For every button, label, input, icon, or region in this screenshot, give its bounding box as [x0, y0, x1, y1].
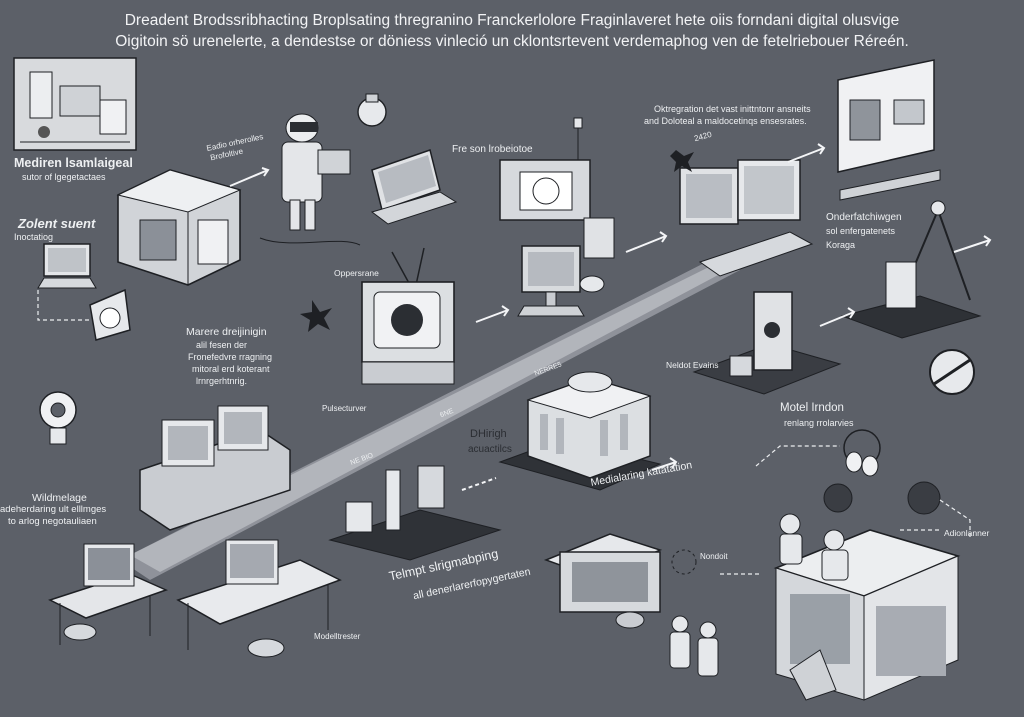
laptop-top — [370, 149, 458, 225]
laptop-left — [37, 243, 97, 289]
retro-tv — [361, 247, 455, 385]
billboard-display — [837, 59, 941, 201]
label-wilde-1: Wildmelage — [32, 492, 87, 504]
label-medien-title: Mediren lsamlaigeal — [14, 156, 133, 170]
machine-apparatus — [692, 291, 842, 395]
frame-device — [89, 288, 131, 341]
pointer-icon — [670, 150, 694, 172]
spark-icon — [300, 300, 332, 332]
label-morere-4: mitoral erd koterant — [192, 364, 270, 374]
office-building — [773, 529, 961, 701]
label-morere-2: alil fesen der — [196, 340, 248, 350]
label-medien-sub: sutor of lgegetactaes — [22, 172, 106, 182]
vr-person-illustration — [259, 113, 361, 246]
desk-workstation-left — [48, 543, 169, 645]
label-motel-1: Motel Irndon — [780, 402, 844, 414]
label-pulse: Pulsecturver — [322, 404, 367, 413]
people-group — [669, 549, 719, 677]
label-onder-1: Onderfatchiwgen — [826, 212, 902, 223]
label-zolent-title: Zolent suent — [18, 216, 96, 231]
flow-arrows — [229, 143, 992, 491]
label-okregation-1: Oktregration det vast inittntonr ansneit… — [654, 104, 811, 114]
no-entry-icon — [929, 349, 975, 395]
label-morere-5: lrnrgerhtnrig. — [196, 376, 248, 386]
label-nondoit: Nondoit — [700, 552, 728, 561]
control-console — [139, 405, 291, 531]
computer-terminal — [543, 533, 663, 629]
label-onder-3: Koraga — [826, 240, 856, 250]
title-line-1: Dreadent Brodssribhacting Broplsating th… — [124, 12, 900, 29]
label-dhirigh-2: acuactilcs — [468, 444, 512, 455]
people-on-roof — [779, 513, 849, 581]
label-net: Neldot Evains — [666, 360, 719, 370]
label-okregation-2: and Doloteal a maldocetinqs ensesrates. — [644, 116, 807, 126]
museum-building — [498, 371, 662, 491]
monitor-middle — [517, 217, 615, 317]
label-modeltrester: Modelltrester — [314, 632, 361, 641]
balloons — [823, 429, 941, 515]
server-building — [116, 169, 242, 286]
label-morere-3: Fronefedvre rragning — [188, 352, 273, 362]
label-wilde-2: adeherdaring ult elllmges — [0, 504, 107, 515]
label-onder-2: sol enfergatenets — [826, 226, 896, 236]
lab-equipment — [328, 465, 502, 561]
lightbulb-icon — [357, 93, 387, 127]
desk-workstation-center — [176, 539, 342, 658]
label-zolent-sub: Inoctatiog — [14, 232, 54, 242]
label-morere-1: Marere dreijinigin — [186, 326, 267, 338]
label-oppersrane: Oppersrane — [334, 268, 379, 278]
label-adionlonner: Adionlanner — [944, 528, 990, 538]
radio-device — [499, 117, 591, 221]
title-line-2: Oigitoin sö urenelerte, a dendestse or d… — [115, 33, 909, 50]
label-fre: Fre son lrobeiotoe — [452, 144, 533, 155]
lab-room-illustration — [13, 57, 137, 151]
page-title: Dreadent Brodssribhacting Broplsating th… — [0, 10, 1024, 52]
dashed-connectors — [37, 290, 971, 575]
gear-icon — [39, 391, 77, 445]
tripod-structure — [840, 200, 982, 339]
label-motel-2: renlang rrolarvies — [784, 418, 854, 428]
dual-monitor-workstation — [679, 159, 814, 277]
label-dhirigh-1: DHirigh — [470, 428, 507, 440]
label-wilde-3: to arlog negotauliaen — [8, 516, 97, 527]
